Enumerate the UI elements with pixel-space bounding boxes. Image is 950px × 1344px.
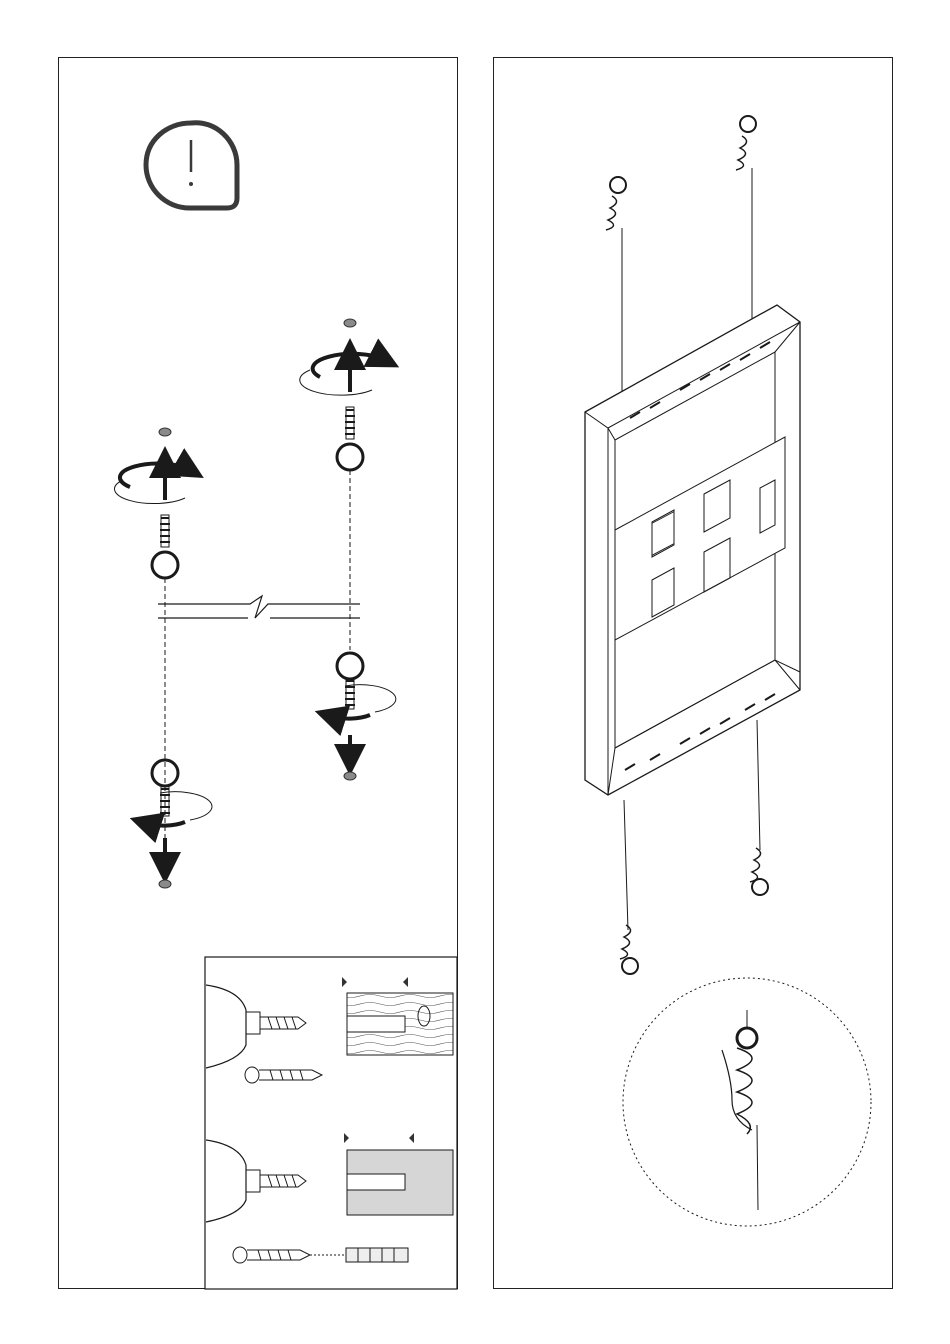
ceiling-screw-eye-right xyxy=(300,319,385,650)
suspended-frame-assembly xyxy=(585,116,800,974)
floor-screw-eye-left xyxy=(145,760,212,888)
fixing-inset xyxy=(205,957,457,1289)
cable-eye-hook-icon xyxy=(736,116,756,170)
exclamation-warning-icon xyxy=(146,123,237,208)
distance-break-line xyxy=(158,596,360,618)
cable-eye-hook-icon xyxy=(750,848,768,895)
cable-eye-hook-icon xyxy=(606,177,626,230)
floor-screw-eye-right xyxy=(330,653,396,780)
cable-loop-detail xyxy=(623,978,871,1226)
cable-eye-hook-icon xyxy=(620,925,638,974)
ceiling-screw-eye-left xyxy=(115,428,190,880)
